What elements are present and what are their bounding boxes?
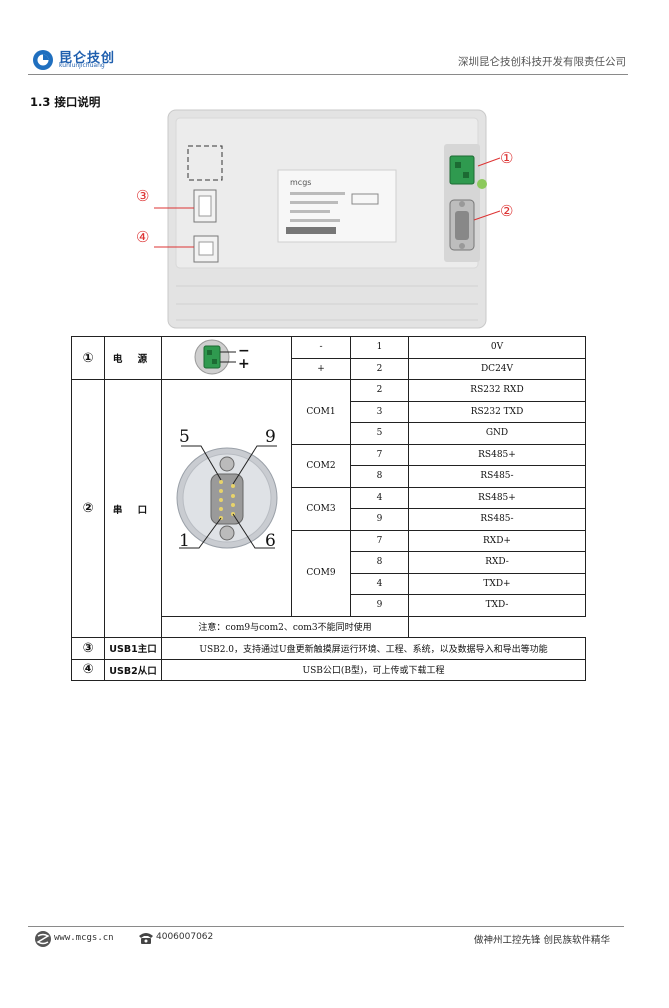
callout-2: ② (500, 202, 513, 220)
desc-cell: RS232 TXD (408, 400, 586, 423)
desc-cell: TXD- (408, 594, 586, 617)
table-row: ④ USB2从口 USB公口(B型)，可上传或下载工程 (71, 658, 586, 681)
brand-label: mcgs (290, 178, 311, 187)
usb2-num: ④ (71, 658, 105, 681)
usb1-desc: USB2.0，支持通过U盘更新触摸屏运行环境、工程、系统，以及数据导入和导出等功… (161, 637, 586, 660)
pin1-label: 1 (179, 531, 190, 551)
table-row: ① 电 源 − + - 1 0V (71, 336, 586, 380)
com-group-cell: COM3 (291, 486, 351, 531)
table-row: 8 RXD- (72, 551, 586, 574)
callout-3: ③ (136, 187, 149, 205)
usb2-label: USB2从口 (104, 658, 162, 681)
footer-slogan: 做神州工控先锋 创民族软件精华 (473, 935, 610, 946)
power-connector-icon: − + (194, 339, 250, 374)
desc-cell: RS485- (408, 508, 586, 531)
db9-connector-cell: 5 9 1 6 (161, 379, 292, 617)
pin-cell: 8 (350, 465, 409, 488)
pin-cell: 5 (350, 422, 409, 445)
callout-1: ① (500, 149, 513, 167)
page-header: 昆仑技创 kunlunjichuang 深圳昆仑技创科技开发有限责任公司 (28, 40, 628, 75)
pin-cell: 2 (350, 379, 409, 402)
table-row: 9 TXD- (72, 594, 586, 617)
company-logo-icon (33, 50, 53, 70)
desc-cell: RXD- (408, 551, 586, 574)
pin-cell: 7 (350, 443, 409, 466)
signal-cell: - (291, 336, 351, 359)
pin9-label: 9 (265, 427, 276, 447)
globe-icon (35, 931, 51, 947)
footer-phone: 4006007062 (156, 932, 214, 942)
com-group-cell: COM2 (291, 443, 351, 488)
serial-label: 串 口 (104, 379, 162, 638)
desc-cell: RS485+ (408, 443, 586, 466)
usb2-desc: USB公口(B型)，可上传或下载工程 (161, 658, 586, 681)
company-name: 深圳昆仑技创科技开发有限责任公司 (458, 56, 626, 68)
pin-cell: 1 (350, 336, 409, 359)
minus-label: − (238, 343, 250, 359)
usb1-label: USB1主口 (104, 637, 162, 660)
pin5-label: 5 (179, 427, 190, 447)
page-footer: www.mcgs.cn 4006007062 做神州工控先锋 创民族软件精华 (28, 926, 624, 957)
power-label: 电 源 (104, 336, 162, 380)
db9-connector-icon: 5 9 1 6 (176, 427, 277, 551)
section-title: 1.3 接口说明 (30, 95, 101, 109)
pin6-label: 6 (265, 531, 276, 551)
table-row: COM3 4 RS485+ (72, 486, 586, 531)
pin-cell: 7 (350, 529, 409, 552)
logo-subtext: kunlunjichuang (59, 62, 105, 69)
desc-cell: RXD+ (408, 529, 586, 552)
serial-num: ② (71, 379, 105, 638)
serial-note: 注意：com9与com2、com3不能同时使用 (161, 615, 409, 638)
desc-cell: 0V (408, 336, 586, 359)
desc-cell: RS485- (408, 465, 586, 488)
power-num: ① (71, 336, 105, 380)
desc-cell: RS232 RXD (408, 379, 586, 402)
table-row: ③ USB1主口 USB2.0，支持通过U盘更新触摸屏运行环境、工程、系统，以及… (71, 637, 586, 660)
table-row: ② 串 口 5 9 1 6 (71, 379, 586, 638)
pin-cell: 9 (350, 594, 409, 617)
callout-4: ④ (136, 228, 149, 246)
signal-cell: + (291, 357, 351, 380)
pin-cell: 9 (350, 508, 409, 531)
pin-cell: 8 (350, 551, 409, 574)
com-group-cell: COM9 (291, 529, 351, 617)
logo-text: 昆仑技创 (59, 51, 116, 66)
power-connector-cell: − + (161, 336, 292, 380)
footer-website: www.mcgs.cn (54, 933, 114, 943)
desc-cell: DC24V (408, 357, 586, 380)
pin-cell: 3 (350, 400, 409, 423)
desc-cell: RS485+ (408, 486, 586, 509)
pin-cell: 4 (350, 572, 409, 595)
plus-label: + (238, 356, 250, 372)
phone-icon (139, 933, 153, 944)
usb1-num: ③ (71, 637, 105, 660)
pin-cell: 4 (350, 486, 409, 509)
desc-cell: TXD+ (408, 572, 586, 595)
desc-cell: GND (408, 422, 586, 445)
interface-spec-table: ① 电 源 − + - 1 0V + 2 DC24V ② 串 口 (71, 336, 586, 681)
device-back-panel: mcgs ① ② ③ ④ (136, 109, 513, 329)
pin-cell: 2 (350, 357, 409, 380)
table-row: 注意：com9与com2、com3不能同时使用 (72, 615, 586, 638)
com-group-cell: COM1 (291, 379, 351, 445)
